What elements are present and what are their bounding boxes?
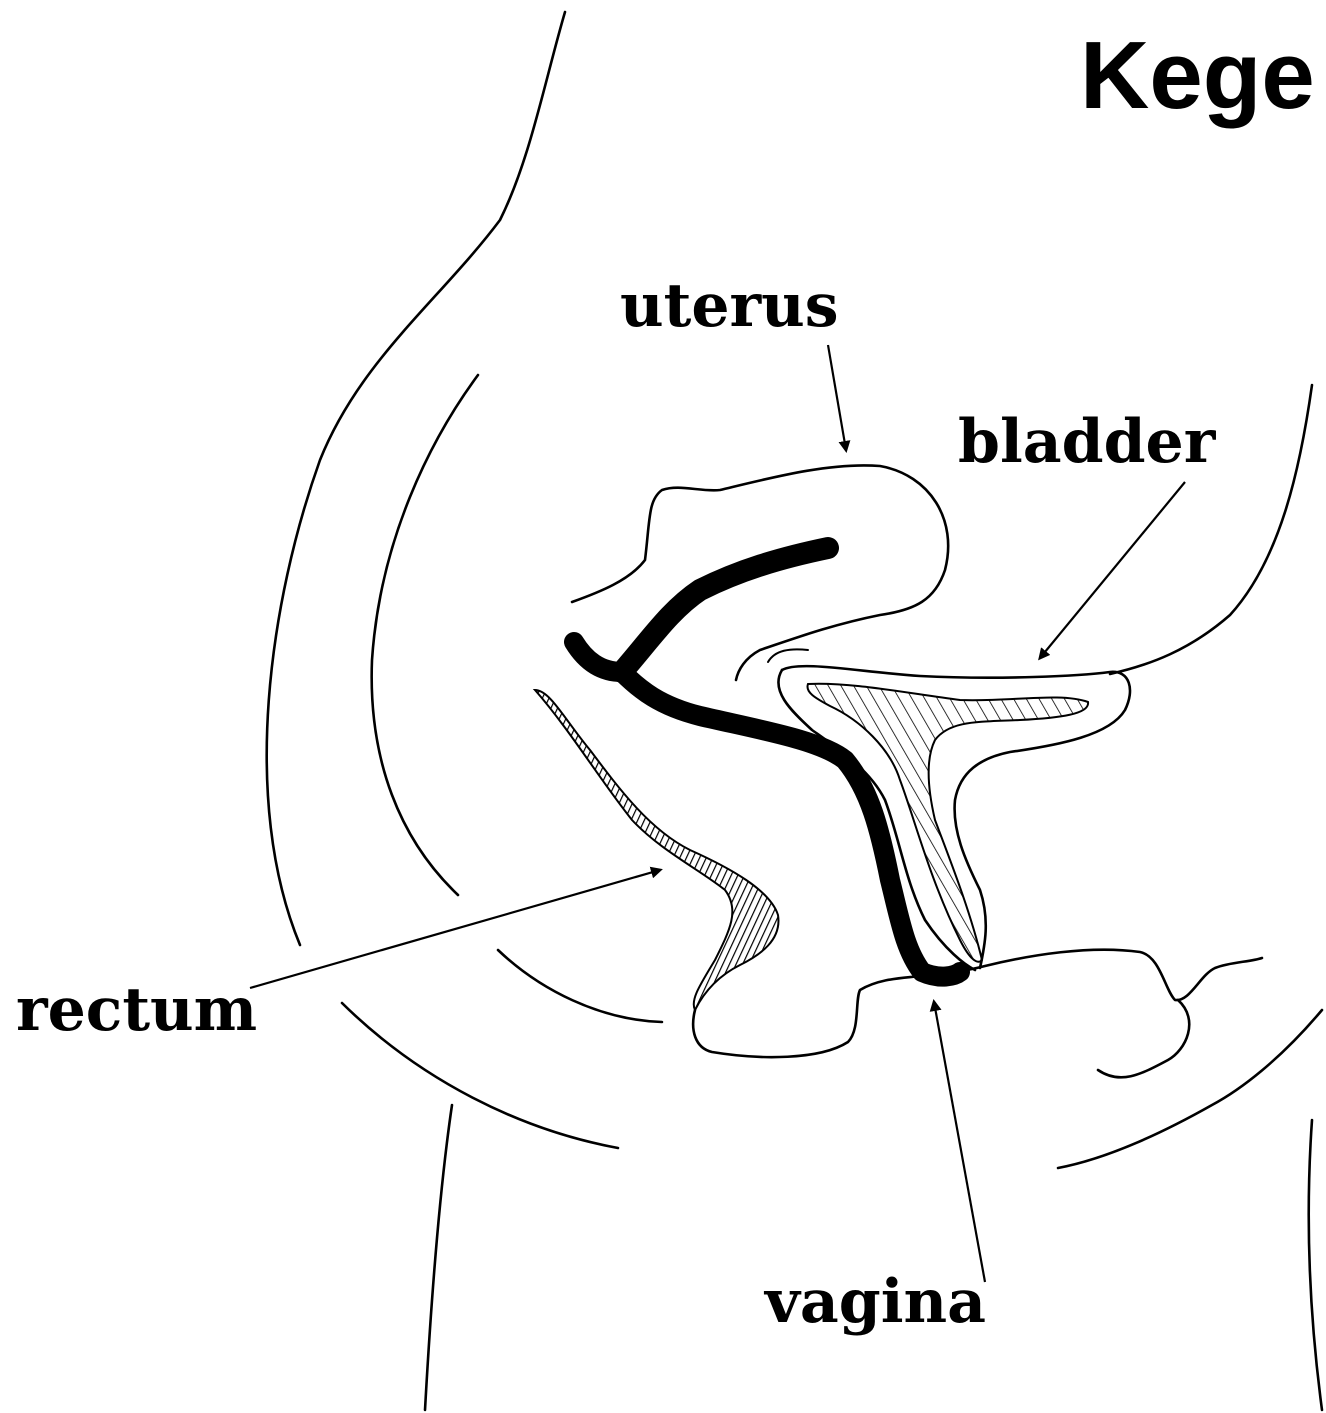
uterus-label: uterus	[620, 276, 839, 336]
vagina-label: vagina	[765, 1272, 986, 1332]
rectum-arrow	[250, 870, 660, 988]
uterus-arrow	[828, 345, 846, 450]
leader-arrows	[250, 345, 1185, 1282]
rectum	[535, 690, 778, 1010]
bladder-arrow	[1040, 482, 1185, 658]
rectum-label: rectum	[16, 980, 257, 1040]
perineum-outline	[693, 950, 1262, 1057]
bladder-label: bladder	[958, 412, 1215, 472]
bladder	[778, 666, 1130, 970]
vagina-arrow	[934, 1002, 985, 1282]
page-title: Kege	[1080, 28, 1315, 124]
